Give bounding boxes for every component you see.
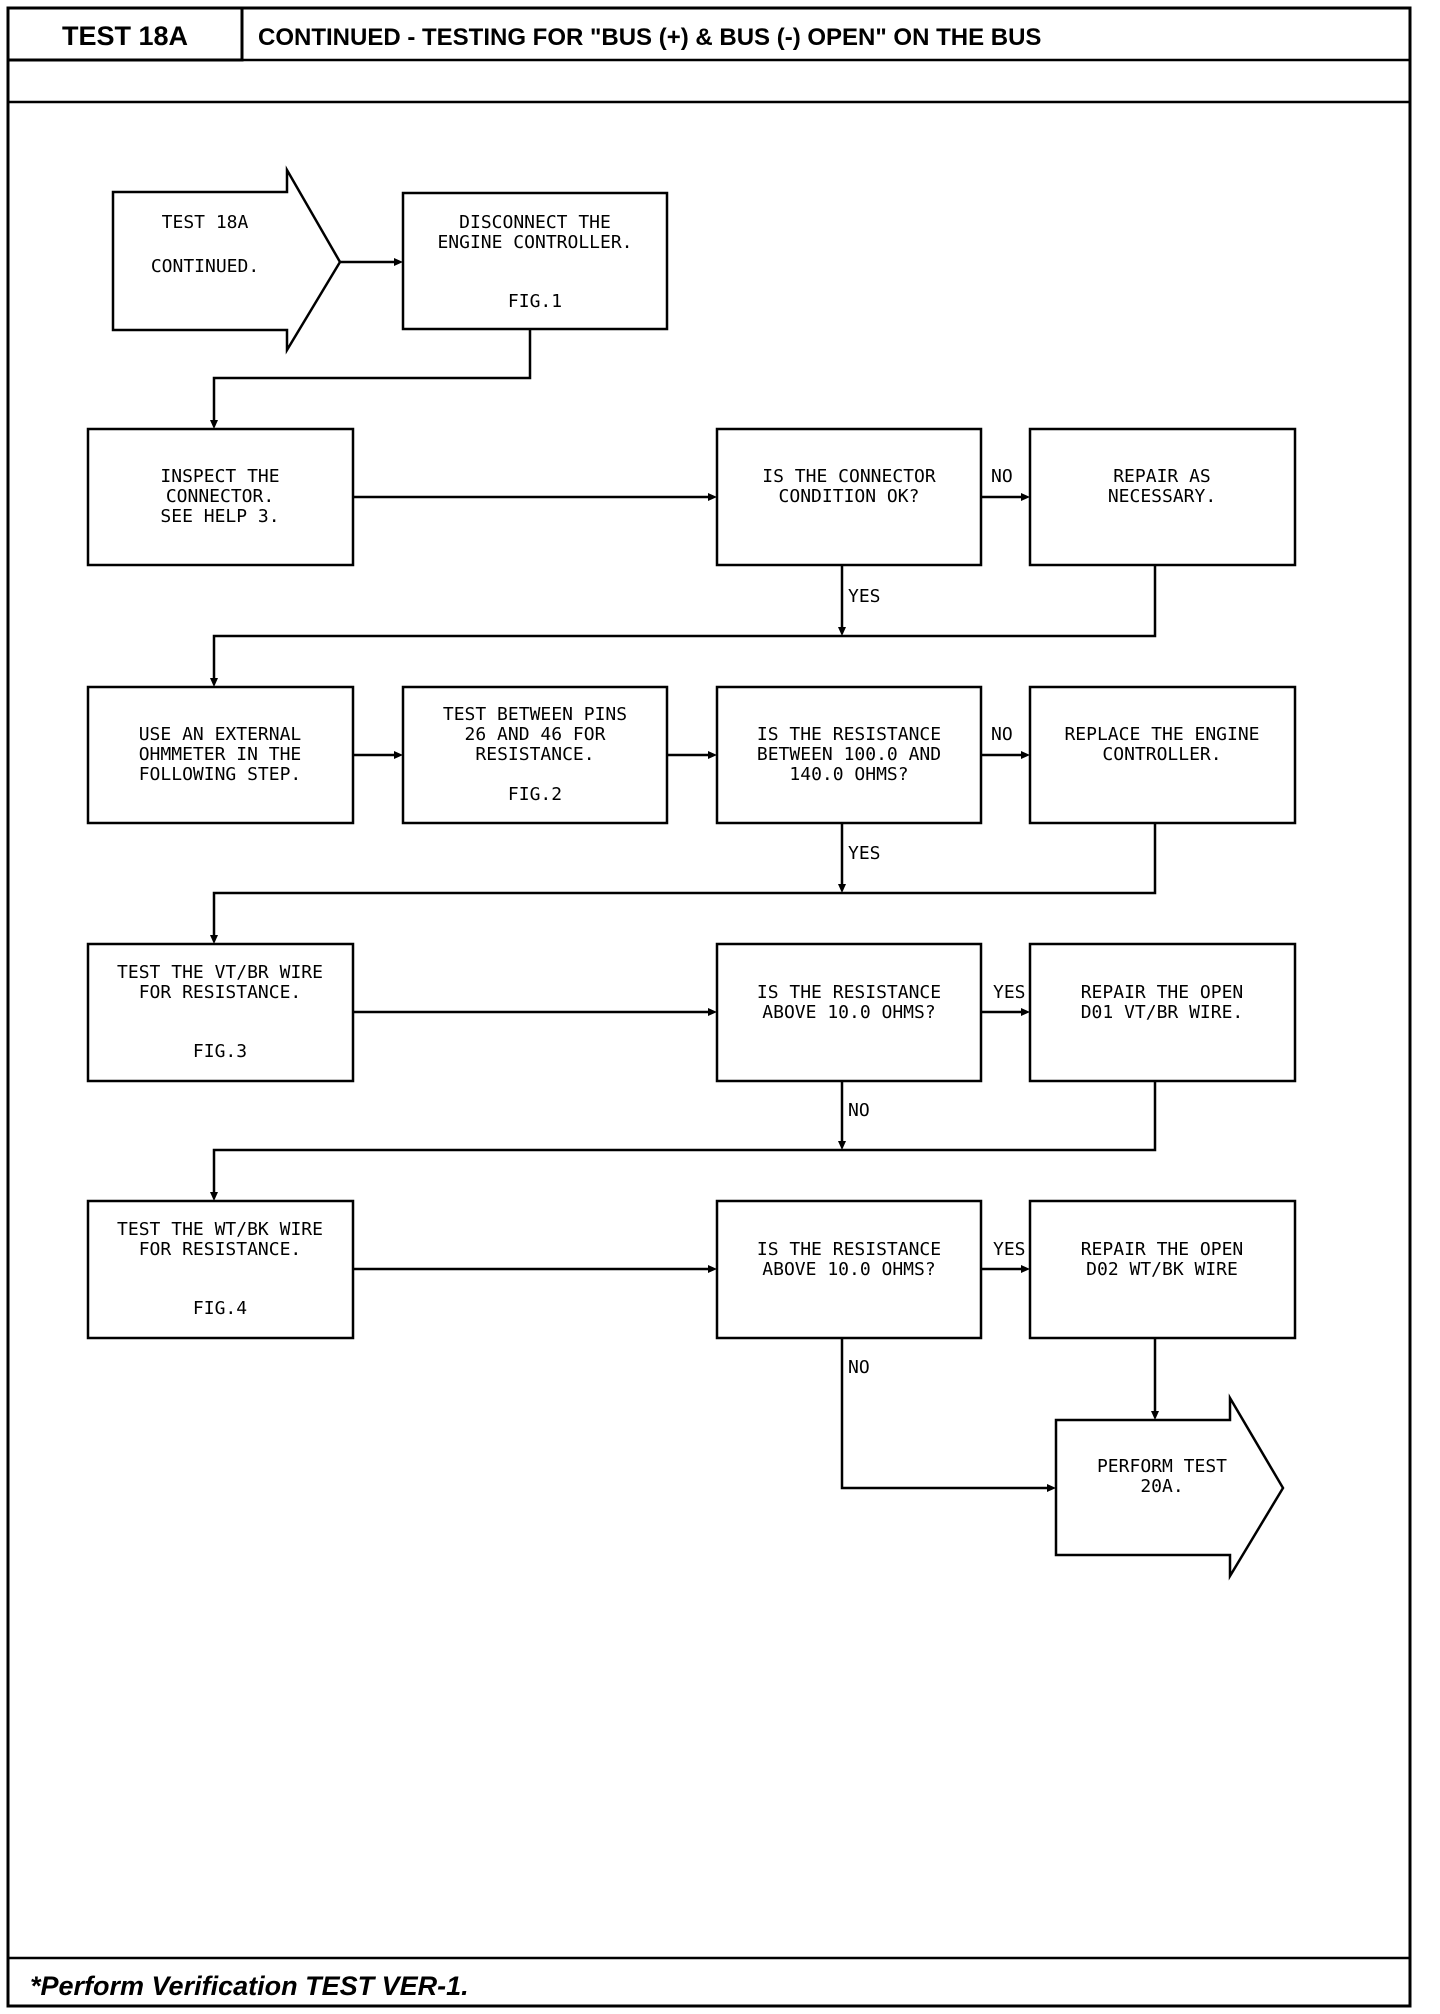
- arrowhead: [1021, 493, 1030, 501]
- connector-ok-line-1: IS THE CONNECTOR: [762, 466, 936, 487]
- inspect-line-2: CONNECTOR.: [166, 486, 274, 507]
- arrowhead: [838, 884, 846, 893]
- test-id-box: [6, 6, 244, 62]
- repair-necessary-line-2: NECESSARY.: [1108, 486, 1216, 507]
- disconnect-fig: FIG.1: [508, 291, 562, 312]
- test-pins-line-3: RESISTANCE.: [475, 744, 594, 765]
- label-yes-4: YES: [993, 1239, 1026, 1260]
- above-10-a-line-1: IS THE RESISTANCE: [757, 982, 941, 1003]
- arrowhead: [1021, 1265, 1030, 1273]
- test-pins-line-2: 26 AND 46 FOR: [465, 724, 606, 745]
- above-10-b-box: [715, 1199, 983, 1340]
- resistance-range-line-3: 140.0 OHMS?: [789, 764, 908, 785]
- disconnect-box: [401, 191, 669, 331]
- test-wtbk-line-1: TEST THE WT/BK WIRE: [117, 1219, 323, 1240]
- perform-test-line-1: PERFORM TEST: [1097, 1456, 1227, 1477]
- connector-merge-to-ohmmeter: [212, 565, 1157, 682]
- footer-note: *Perform Verification TEST VER-1.: [30, 1971, 469, 2001]
- label-no-4: NO: [848, 1357, 870, 1378]
- repair-d01-line-2: D01 VT/BR WIRE.: [1081, 1002, 1244, 1023]
- arrowhead: [210, 935, 218, 944]
- label-yes-2: YES: [848, 843, 881, 864]
- test-id: TEST 18A: [62, 21, 188, 51]
- inspect-line-1: INSPECT THE: [160, 466, 279, 487]
- above-10-b-line-1: IS THE RESISTANCE: [757, 1239, 941, 1260]
- arrowhead: [708, 1008, 717, 1016]
- test-wtbk-line-2: FOR RESISTANCE.: [139, 1239, 302, 1260]
- start-arrow: [111, 165, 342, 355]
- replace-controller-line-2: CONTROLLER.: [1102, 744, 1221, 765]
- page-frame: [6, 6, 1412, 2008]
- flowchart: TEST 18A CONTINUED. DISCONNECT THE ENGIN…: [86, 165, 1297, 1581]
- connector-ok-line-2: CONDITION OK?: [779, 486, 920, 507]
- connector-merge-to-test-wtbk: [212, 1081, 1157, 1196]
- resistance-range-line-2: BETWEEN 100.0 AND: [757, 744, 941, 765]
- page-title: CONTINUED - TESTING FOR "BUS (+) & BUS (…: [258, 24, 1041, 51]
- repair-d02-line-2: D02 WT/BK WIRE: [1086, 1259, 1238, 1280]
- arrowhead: [1021, 751, 1030, 759]
- repair-d02-line-1: REPAIR THE OPEN: [1081, 1239, 1244, 1260]
- repair-necessary-line-1: REPAIR AS: [1113, 466, 1211, 487]
- arrowhead: [210, 678, 218, 687]
- arrowhead: [210, 1192, 218, 1201]
- arrowhead: [394, 258, 403, 266]
- repair-d02-box: [1028, 1199, 1297, 1340]
- arrowhead: [708, 1265, 717, 1273]
- inspect-box: [86, 427, 355, 567]
- arrowhead: [838, 627, 846, 636]
- label-yes-3: YES: [993, 982, 1026, 1003]
- start-label-2: CONTINUED.: [151, 256, 259, 277]
- connector-merge-to-test-vtbr: [212, 823, 1157, 939]
- replace-controller-line-1: REPLACE THE ENGINE: [1064, 724, 1259, 745]
- perform-test-line-2: 20A.: [1140, 1476, 1183, 1497]
- repair-d01-box: [1028, 942, 1297, 1083]
- arrowhead: [838, 1141, 846, 1150]
- perform-test-arrow: [1054, 1393, 1285, 1581]
- arrowhead: [394, 751, 403, 759]
- test-vtbr-line-1: TEST THE VT/BR WIRE: [117, 962, 323, 983]
- label-no-2: NO: [991, 724, 1013, 745]
- arrowhead: [210, 420, 218, 429]
- start-label-1: TEST 18A: [162, 212, 249, 233]
- ohmmeter-line-1: USE AN EXTERNAL: [139, 724, 302, 745]
- above-10-b-line-2: ABOVE 10.0 OHMS?: [762, 1259, 935, 1280]
- test-vtbr-line-2: FOR RESISTANCE.: [139, 982, 302, 1003]
- ohmmeter-line-3: FOLLOWING STEP.: [139, 764, 302, 785]
- above-10-a-line-2: ABOVE 10.0 OHMS?: [762, 1002, 935, 1023]
- resistance-range-line-1: IS THE RESISTANCE: [757, 724, 941, 745]
- arrowhead: [708, 493, 717, 501]
- repair-necessary-box: [1028, 427, 1297, 567]
- test-pins-line-1: TEST BETWEEN PINS: [443, 704, 627, 725]
- test-wtbk-fig: FIG.4: [193, 1298, 247, 1319]
- label-no-3: NO: [848, 1100, 870, 1121]
- label-yes-1: YES: [848, 586, 881, 607]
- disconnect-line-2: ENGINE CONTROLLER.: [437, 232, 632, 253]
- connector-disconnect-to-inspect: [212, 329, 532, 424]
- test-wtbk-box: [86, 1199, 355, 1340]
- disconnect-line-1: DISCONNECT THE: [459, 212, 611, 233]
- arrowhead: [1151, 1411, 1159, 1420]
- connector-no-to-perform-test: [840, 1338, 1051, 1490]
- test-vtbr-fig: FIG.3: [193, 1041, 247, 1062]
- inspect-line-3: SEE HELP 3.: [160, 506, 279, 527]
- arrowhead: [708, 751, 717, 759]
- ohmmeter-box: [86, 685, 355, 825]
- arrowhead: [1047, 1484, 1056, 1492]
- test-pins-fig: FIG.2: [508, 784, 562, 805]
- arrowhead: [1021, 1008, 1030, 1016]
- repair-d01-line-1: REPAIR THE OPEN: [1081, 982, 1244, 1003]
- above-10-a-box: [715, 942, 983, 1083]
- ohmmeter-line-2: OHMMETER IN THE: [139, 744, 302, 765]
- label-no-1: NO: [991, 466, 1013, 487]
